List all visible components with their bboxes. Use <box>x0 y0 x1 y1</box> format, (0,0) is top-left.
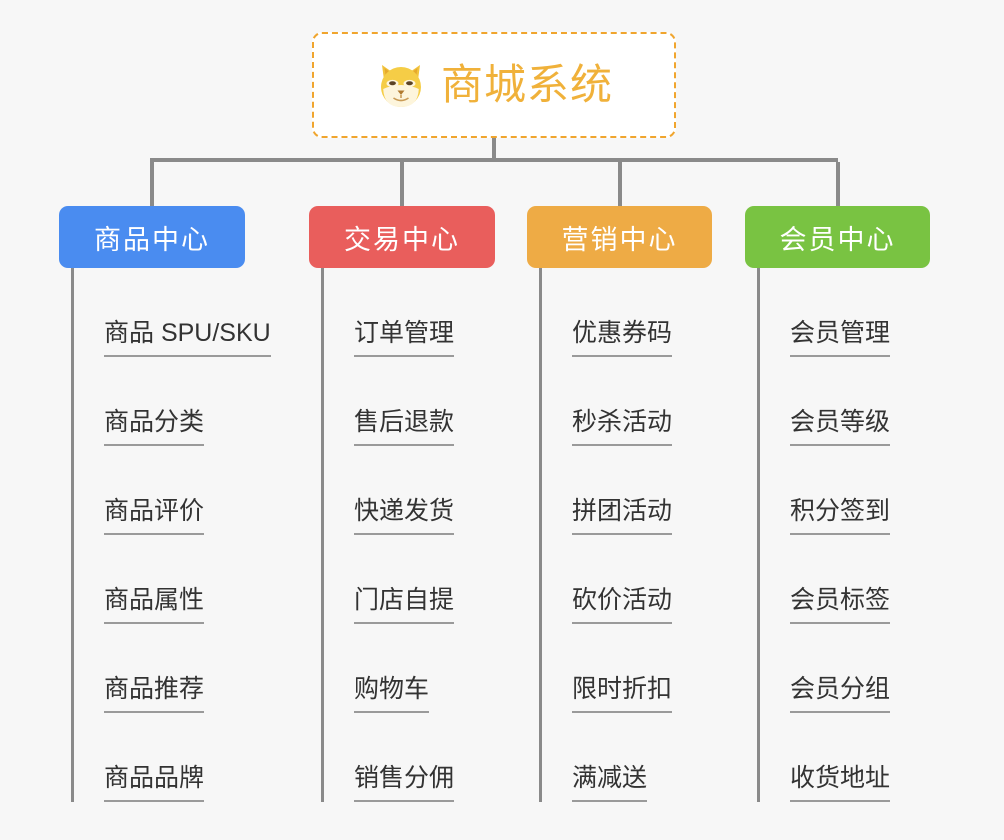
list-item[interactable]: 砍价活动 <box>542 535 673 624</box>
root-node[interactable]: 商城系统 <box>312 32 676 138</box>
list-item[interactable]: 优惠券码 <box>542 268 673 357</box>
leaf-label: 满减送 <box>572 758 648 802</box>
drop-line-2 <box>618 162 622 206</box>
drop-line-3 <box>836 162 840 206</box>
list-item[interactable]: 商品 SPU/SKU <box>74 268 271 357</box>
list-item[interactable]: 积分签到 <box>760 446 891 535</box>
category-header-label-3: 会员中心 <box>779 224 896 255</box>
list-item[interactable]: 秒杀活动 <box>542 357 673 446</box>
leaf-label: 商品评价 <box>104 491 205 535</box>
list-item[interactable]: 会员管理 <box>760 268 891 357</box>
leaf-list-2: 优惠券码 秒杀活动 拼团活动 砍价活动 限时折扣 满减送 <box>539 268 673 802</box>
list-item[interactable]: 会员等级 <box>760 357 891 446</box>
shiba-dog-icon <box>375 59 427 111</box>
leaf-label: 会员管理 <box>790 313 891 357</box>
leaf-label: 商品分类 <box>104 402 205 446</box>
list-item[interactable]: 门店自提 <box>324 535 455 624</box>
leaf-label: 收货地址 <box>790 758 891 802</box>
leaf-label: 商品推荐 <box>104 669 205 713</box>
list-item[interactable]: 会员分组 <box>760 624 891 713</box>
leaf-label: 限时折扣 <box>572 669 673 713</box>
leaf-label: 秒杀活动 <box>572 402 673 446</box>
list-item[interactable]: 销售分佣 <box>324 713 455 802</box>
leaf-label: 积分签到 <box>790 491 891 535</box>
list-item[interactable]: 快递发货 <box>324 446 455 535</box>
list-item[interactable]: 商品评价 <box>74 446 271 535</box>
leaf-label: 拼团活动 <box>572 491 673 535</box>
leaf-label: 商品属性 <box>104 580 205 624</box>
leaf-label: 售后退款 <box>354 402 455 446</box>
category-header-label-2: 营销中心 <box>561 224 678 255</box>
list-item[interactable]: 满减送 <box>542 713 672 802</box>
category-header-label-1: 交易中心 <box>344 224 460 255</box>
leaf-list-1: 订单管理 售后退款 快递发货 门店自提 购物车 销售分佣 <box>321 268 455 802</box>
leaf-label: 会员标签 <box>790 580 891 624</box>
drop-line-0 <box>150 162 154 206</box>
leaf-label: 门店自提 <box>354 580 455 624</box>
leaf-label: 快递发货 <box>354 491 455 535</box>
list-item[interactable]: 收货地址 <box>760 713 891 802</box>
drop-line-1 <box>400 162 404 206</box>
category-header-label-0: 商品中心 <box>94 224 210 255</box>
root-stem-line <box>492 138 496 162</box>
list-item[interactable]: 售后退款 <box>324 357 455 446</box>
leaf-label: 订单管理 <box>354 313 455 357</box>
leaf-label: 优惠券码 <box>572 313 673 357</box>
category-header-1[interactable]: 交易中心 <box>309 206 495 268</box>
list-item[interactable]: 订单管理 <box>324 268 455 357</box>
leaf-label: 购物车 <box>354 669 430 713</box>
leaf-label: 商品品牌 <box>104 758 205 802</box>
leaf-label: 会员分组 <box>790 669 891 713</box>
branch-bus-line <box>150 158 838 162</box>
list-item[interactable]: 商品推荐 <box>74 624 271 713</box>
root-title: 商城系统 <box>440 61 613 108</box>
list-item[interactable]: 商品品牌 <box>74 713 271 802</box>
category-header-3[interactable]: 会员中心 <box>745 206 930 268</box>
leaf-list-0: 商品 SPU/SKU 商品分类 商品评价 商品属性 商品推荐 商品品牌 <box>71 268 271 802</box>
list-item[interactable]: 限时折扣 <box>542 624 673 713</box>
leaf-label: 商品 SPU/SKU <box>104 313 271 357</box>
list-item[interactable]: 商品属性 <box>74 535 271 624</box>
list-item[interactable]: 会员标签 <box>760 535 891 624</box>
list-item[interactable]: 购物车 <box>324 624 454 713</box>
leaf-label: 砍价活动 <box>572 580 673 624</box>
list-item[interactable]: 拼团活动 <box>542 446 673 535</box>
category-header-2[interactable]: 营销中心 <box>527 206 712 268</box>
leaf-list-3: 会员管理 会员等级 积分签到 会员标签 会员分组 收货地址 <box>757 268 891 802</box>
leaf-label: 会员等级 <box>790 402 891 446</box>
category-header-0[interactable]: 商品中心 <box>59 206 245 268</box>
list-item[interactable]: 商品分类 <box>74 357 271 446</box>
leaf-label: 销售分佣 <box>354 758 455 802</box>
